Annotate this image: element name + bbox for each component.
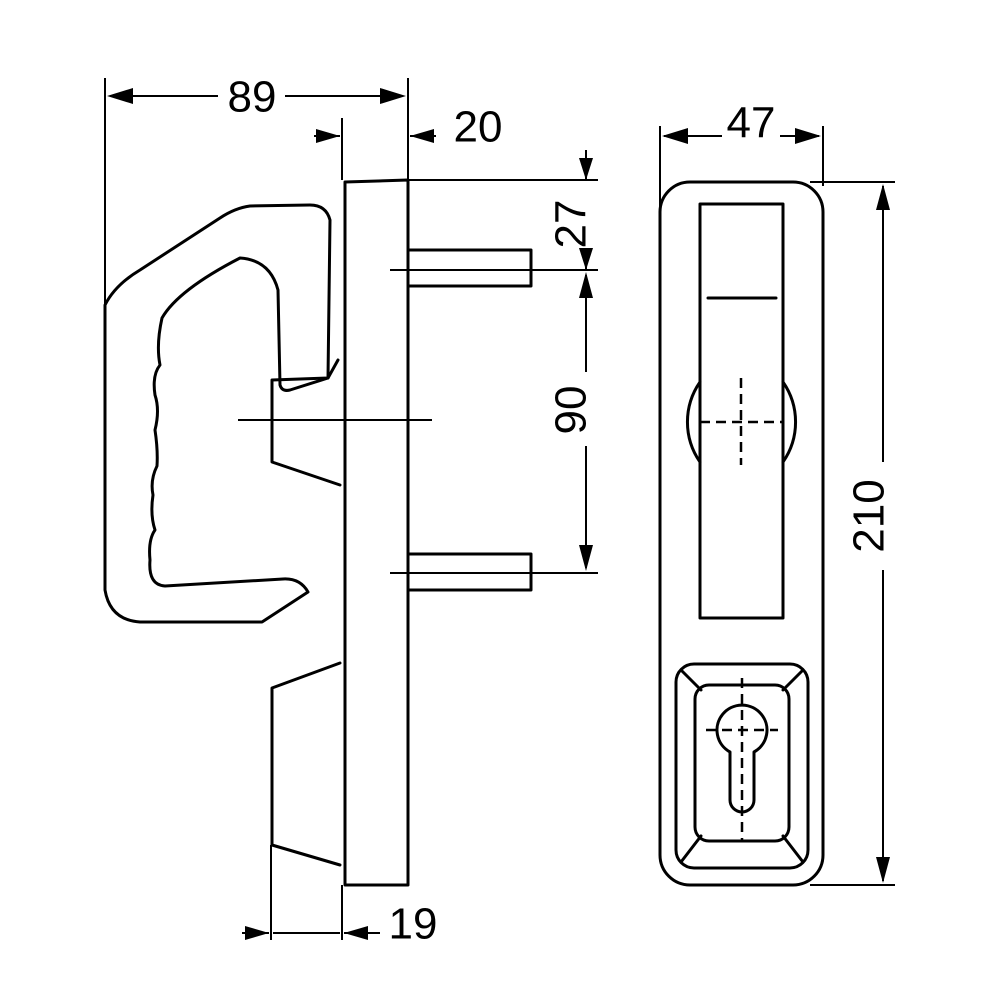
dimension-19: 19 xyxy=(389,900,438,949)
arrow-20-right xyxy=(410,129,434,143)
arrow-210-top xyxy=(876,184,890,210)
cylinder-recess-outer xyxy=(674,662,810,870)
arrow-19-right xyxy=(344,926,368,940)
dimensions: 89 20 27 90 47 210 xyxy=(104,73,895,949)
recess-corner-tr xyxy=(781,668,805,692)
escutcheon-outline xyxy=(658,180,825,887)
arrow-27-bottom xyxy=(579,248,593,270)
recess-corner-bl xyxy=(679,834,703,864)
front-view xyxy=(658,180,825,887)
arrow-210-bottom xyxy=(876,857,890,883)
dimension-47: 47 xyxy=(727,99,776,148)
arrow-90-top xyxy=(579,272,593,298)
rosette xyxy=(686,380,797,464)
handle-neck xyxy=(270,358,342,487)
upper-pin xyxy=(406,248,533,288)
dimension-27: 27 xyxy=(547,200,596,249)
arrow-90-bottom xyxy=(579,545,593,571)
back-plate xyxy=(343,178,410,887)
arrow-89-left xyxy=(107,88,133,104)
dimension-89: 89 xyxy=(228,73,277,122)
arrow-20-left xyxy=(316,129,340,143)
dimension-20: 20 xyxy=(454,103,503,152)
recess-corner-br xyxy=(781,834,805,864)
arrow-89-right xyxy=(380,88,406,104)
handle-outline xyxy=(103,203,332,624)
arrow-19-left xyxy=(245,926,269,940)
arrow-27-top xyxy=(579,158,593,180)
lever-front xyxy=(698,202,785,620)
arrow-47-right xyxy=(795,128,821,144)
side-view xyxy=(103,178,598,887)
arrow-47-left xyxy=(662,128,688,144)
dimension-90: 90 xyxy=(547,386,596,435)
dimension-210: 210 xyxy=(845,479,894,552)
recess-corner-tl xyxy=(679,668,703,692)
lower-fitting xyxy=(270,661,342,867)
